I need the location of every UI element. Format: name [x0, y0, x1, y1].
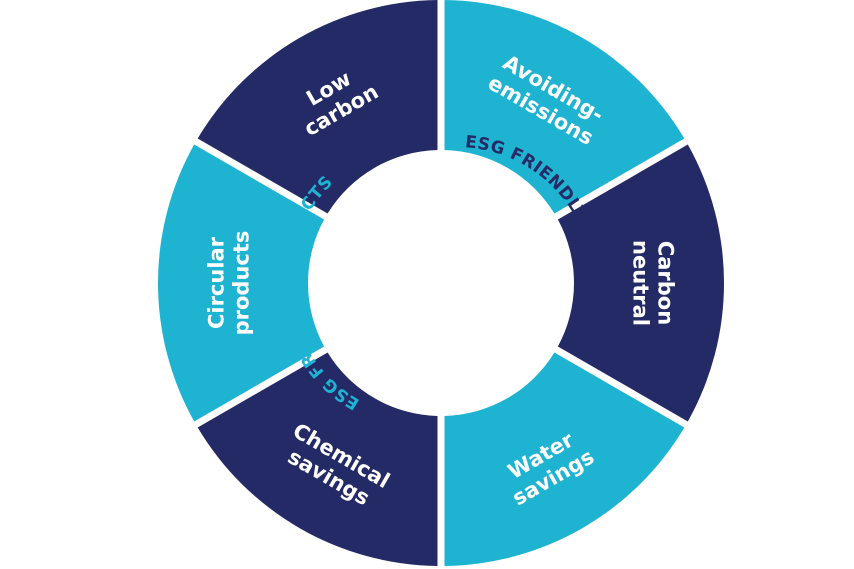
center-circle — [316, 158, 566, 408]
segments-layer: Avoiding-emissionsCarbonneutralWatersavi… — [158, 0, 724, 566]
segment-label-line: Circular — [205, 236, 229, 329]
segment-label-line: neutral — [629, 240, 653, 326]
segment-label-line: products — [230, 231, 254, 336]
segment-low-carbon — [197, 0, 438, 214]
segment-label-circular-products: Circularproducts — [205, 231, 254, 336]
segment-label-text: Circularproducts — [205, 231, 254, 336]
segment-avoiding-emissions — [444, 0, 685, 214]
segment-label-text: Carbonneutral — [629, 240, 678, 326]
segment-chemical-savings — [197, 352, 438, 566]
segment-carbon-neutral — [557, 144, 724, 422]
segment-label-line: Carbon — [654, 241, 678, 325]
segment-label-carbon-neutral: Carbonneutral — [629, 240, 678, 326]
segment-water-savings — [444, 352, 685, 566]
segment-circular-products — [158, 144, 325, 422]
